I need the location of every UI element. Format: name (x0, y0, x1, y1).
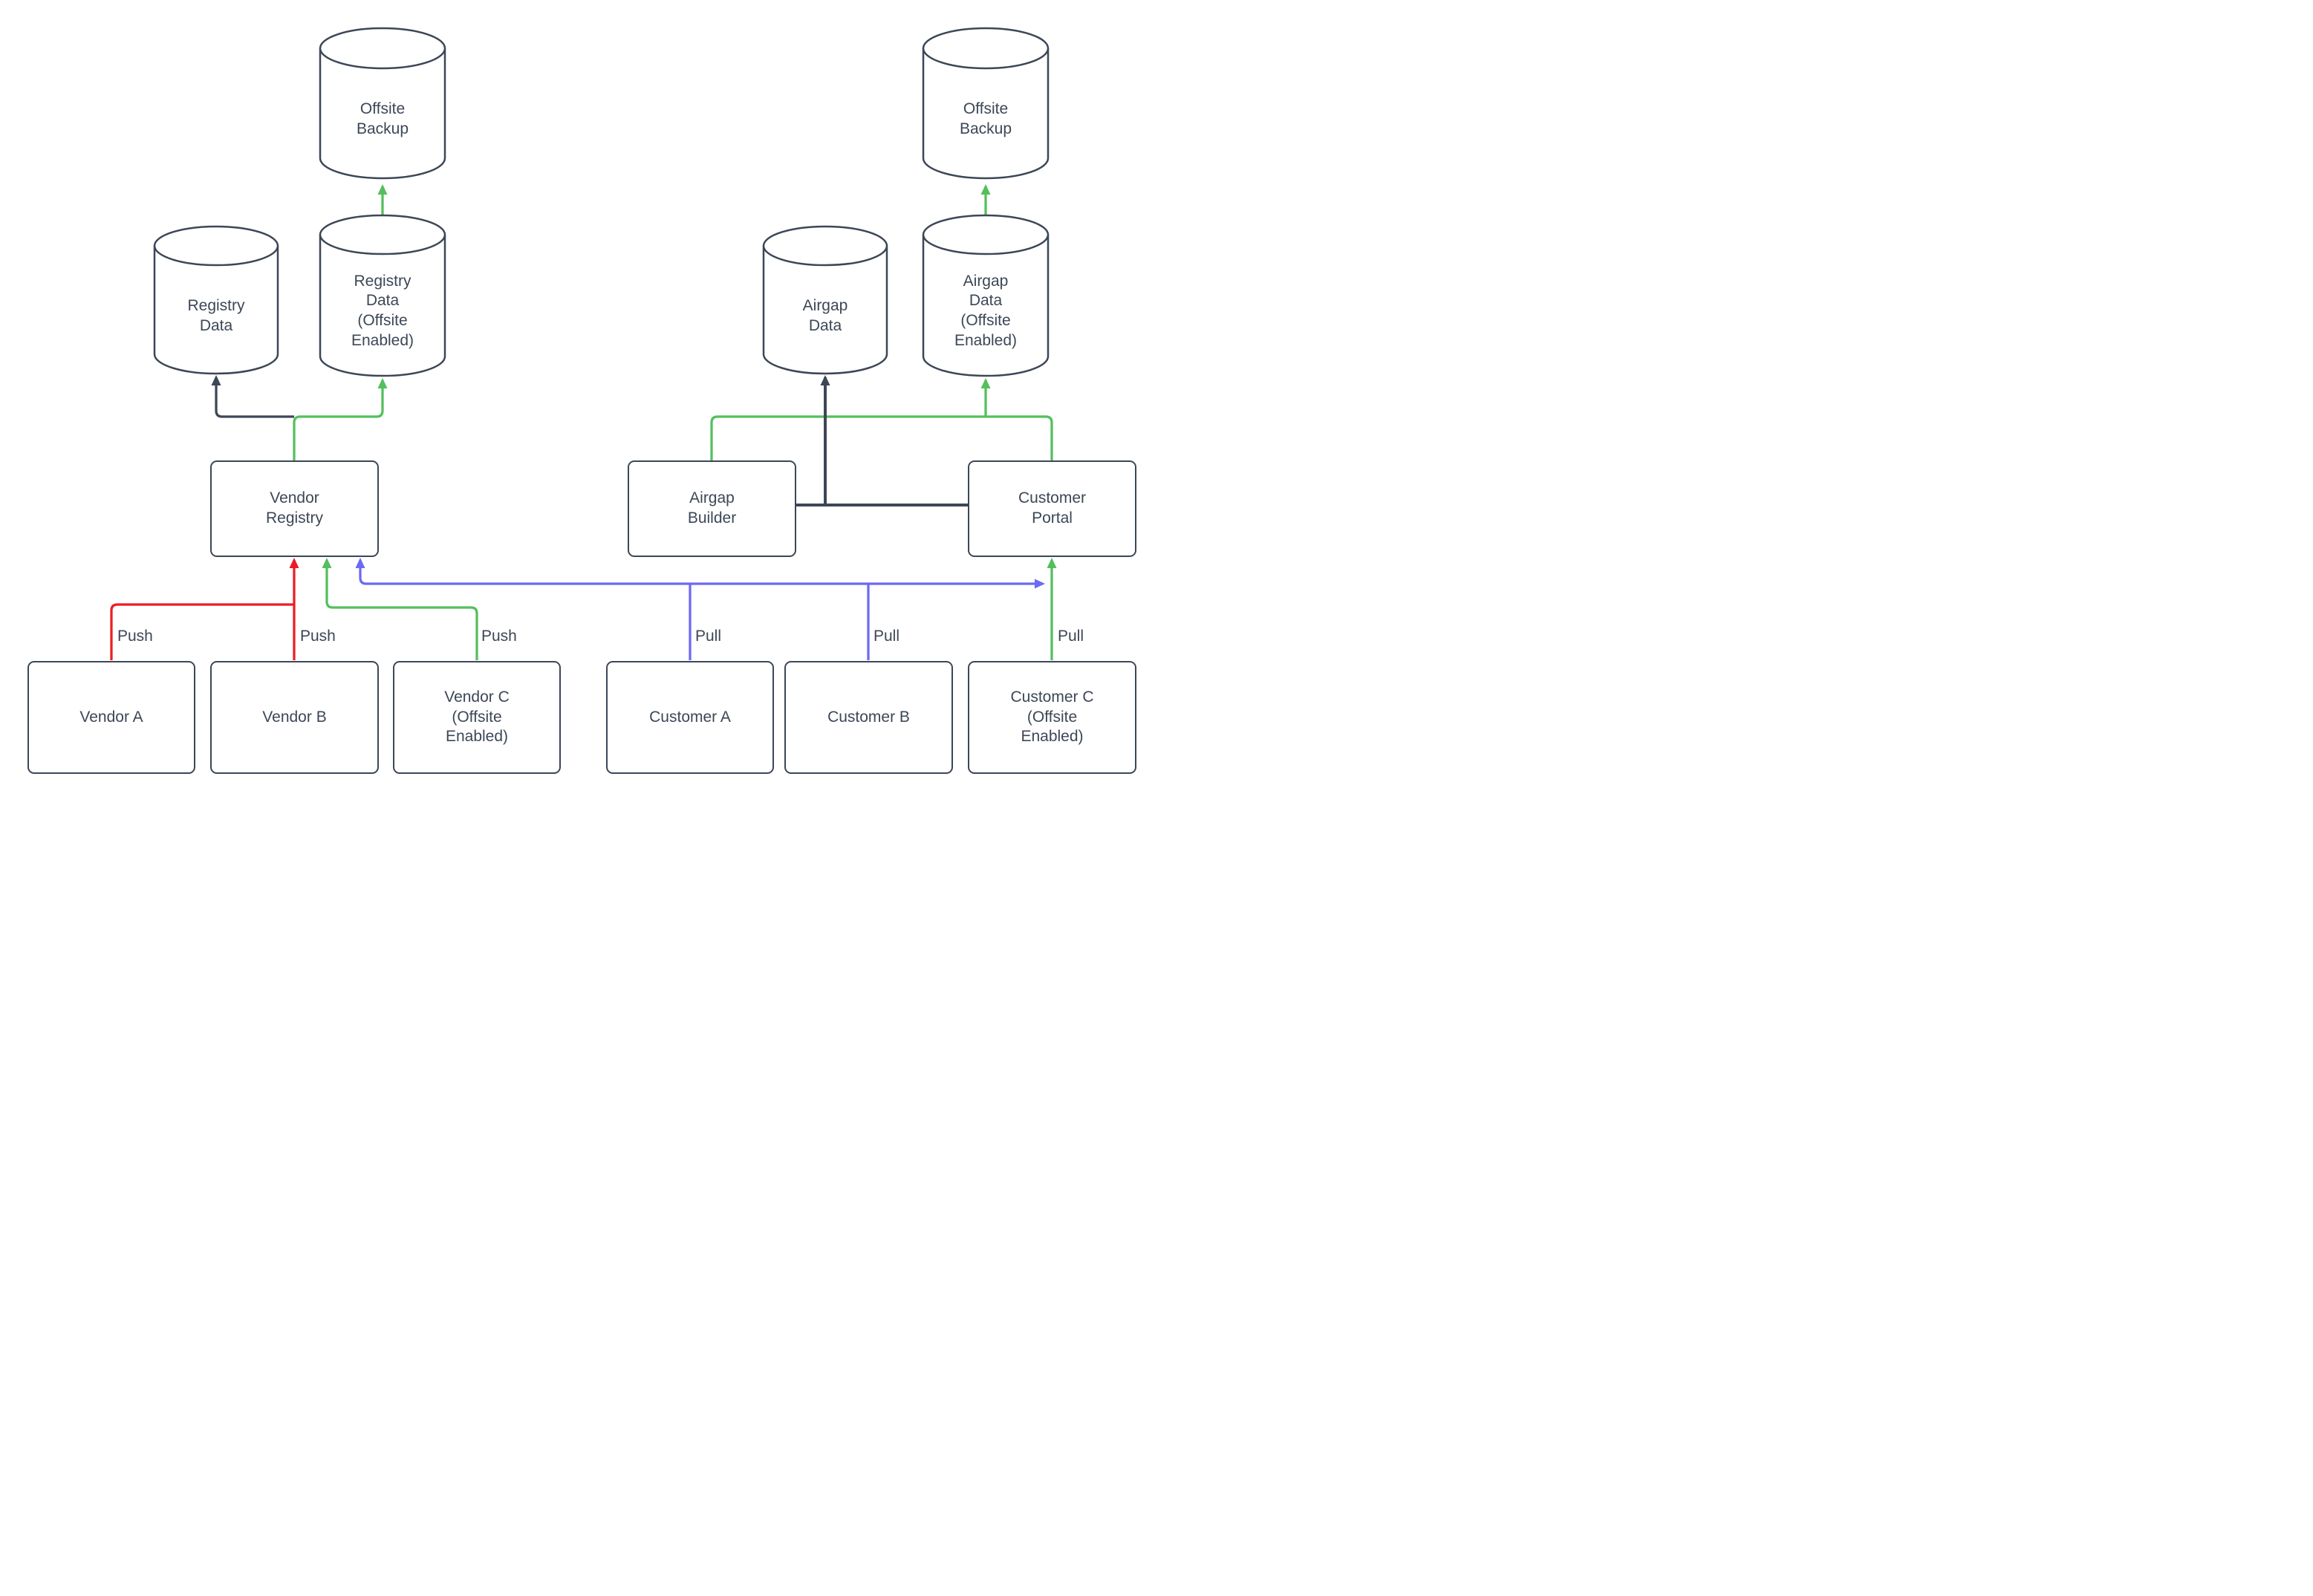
airgap-data-offsite-label: Airgap Data (Offsite Enabled) (954, 272, 1018, 349)
offsite-backup-left-label: Offsite Backup (356, 100, 409, 137)
vendor-registry-box: Vendor Registry (210, 460, 379, 557)
airgap-builder-box: Airgap Builder (628, 460, 796, 557)
customer-a-label: Customer A (649, 708, 731, 726)
cylinder-shape (153, 225, 279, 375)
customer-a-box: Customer A (606, 661, 774, 774)
vendor-registry-label: Vendor Registry (265, 489, 324, 527)
customer-b-box: Customer B (784, 661, 953, 774)
vendor-c-label: Vendor C (Offsite Enabled) (444, 688, 510, 746)
pull-label-customer-a: Pull (695, 628, 722, 645)
pull-label-customer-c: Pull (1058, 628, 1084, 645)
cylinder-shape (319, 214, 446, 377)
customer-portal-box: Customer Portal (968, 460, 1136, 557)
airgap-data-label: Airgap Data (802, 297, 848, 334)
registry-data-offsite-cylinder: Registry Data (Offsite Enabled) (319, 214, 446, 377)
customer-b-label: Customer B (827, 708, 910, 726)
vendor-b-box: Vendor B (210, 661, 379, 774)
vendor-a-box: Vendor A (27, 661, 195, 774)
edge-builder-portal-green (710, 415, 1053, 462)
vendor-a-label: Vendor A (79, 708, 143, 726)
edge-registry-data-dark (211, 375, 294, 418)
push-label-vendor-a: Push (117, 628, 153, 645)
vendor-b-label: Vendor B (262, 708, 327, 726)
cylinder-shape (922, 214, 1050, 377)
cylinder-shape (762, 225, 888, 375)
edge-vendor-c-push-line (322, 558, 478, 660)
customer-c-label: Customer C (Offsite Enabled) (1010, 688, 1094, 746)
edges-layer (110, 184, 1057, 660)
registry-data-cylinder: Registry Data (153, 225, 279, 375)
edge-vendor-a-push-line (110, 603, 294, 660)
airgap-data-offsite-cylinder: Airgap Data (Offsite Enabled) (922, 214, 1050, 377)
push-label-vendor-c: Push (481, 628, 517, 645)
registry-data-label: Registry Data (187, 297, 245, 334)
edge-customer-pull-trunk (355, 558, 1045, 589)
edge-registry-stem-green (293, 378, 388, 462)
customer-portal-label: Customer Portal (1018, 489, 1087, 527)
airgap-data-cylinder: Airgap Data (762, 225, 888, 375)
registry-data-offsite-label: Registry Data (Offsite Enabled) (351, 272, 414, 349)
airgap-builder-label: Airgap Builder (687, 489, 737, 527)
cylinder-shape (922, 27, 1050, 180)
offsite-backup-left-cylinder: Offsite Backup (319, 27, 446, 180)
pull-label-customer-b: Pull (874, 628, 900, 645)
offsite-backup-right-cylinder: Offsite Backup (922, 27, 1050, 180)
customer-c-box: Customer C (Offsite Enabled) (968, 661, 1136, 774)
push-label-vendor-b: Push (300, 628, 336, 645)
cylinder-shape (319, 27, 446, 180)
diagram-canvas: Offsite Backup Offsite Backup Registry D… (0, 0, 1156, 798)
vendor-c-box: Vendor C (Offsite Enabled) (393, 661, 561, 774)
offsite-backup-right-label: Offsite Backup (959, 100, 1012, 137)
